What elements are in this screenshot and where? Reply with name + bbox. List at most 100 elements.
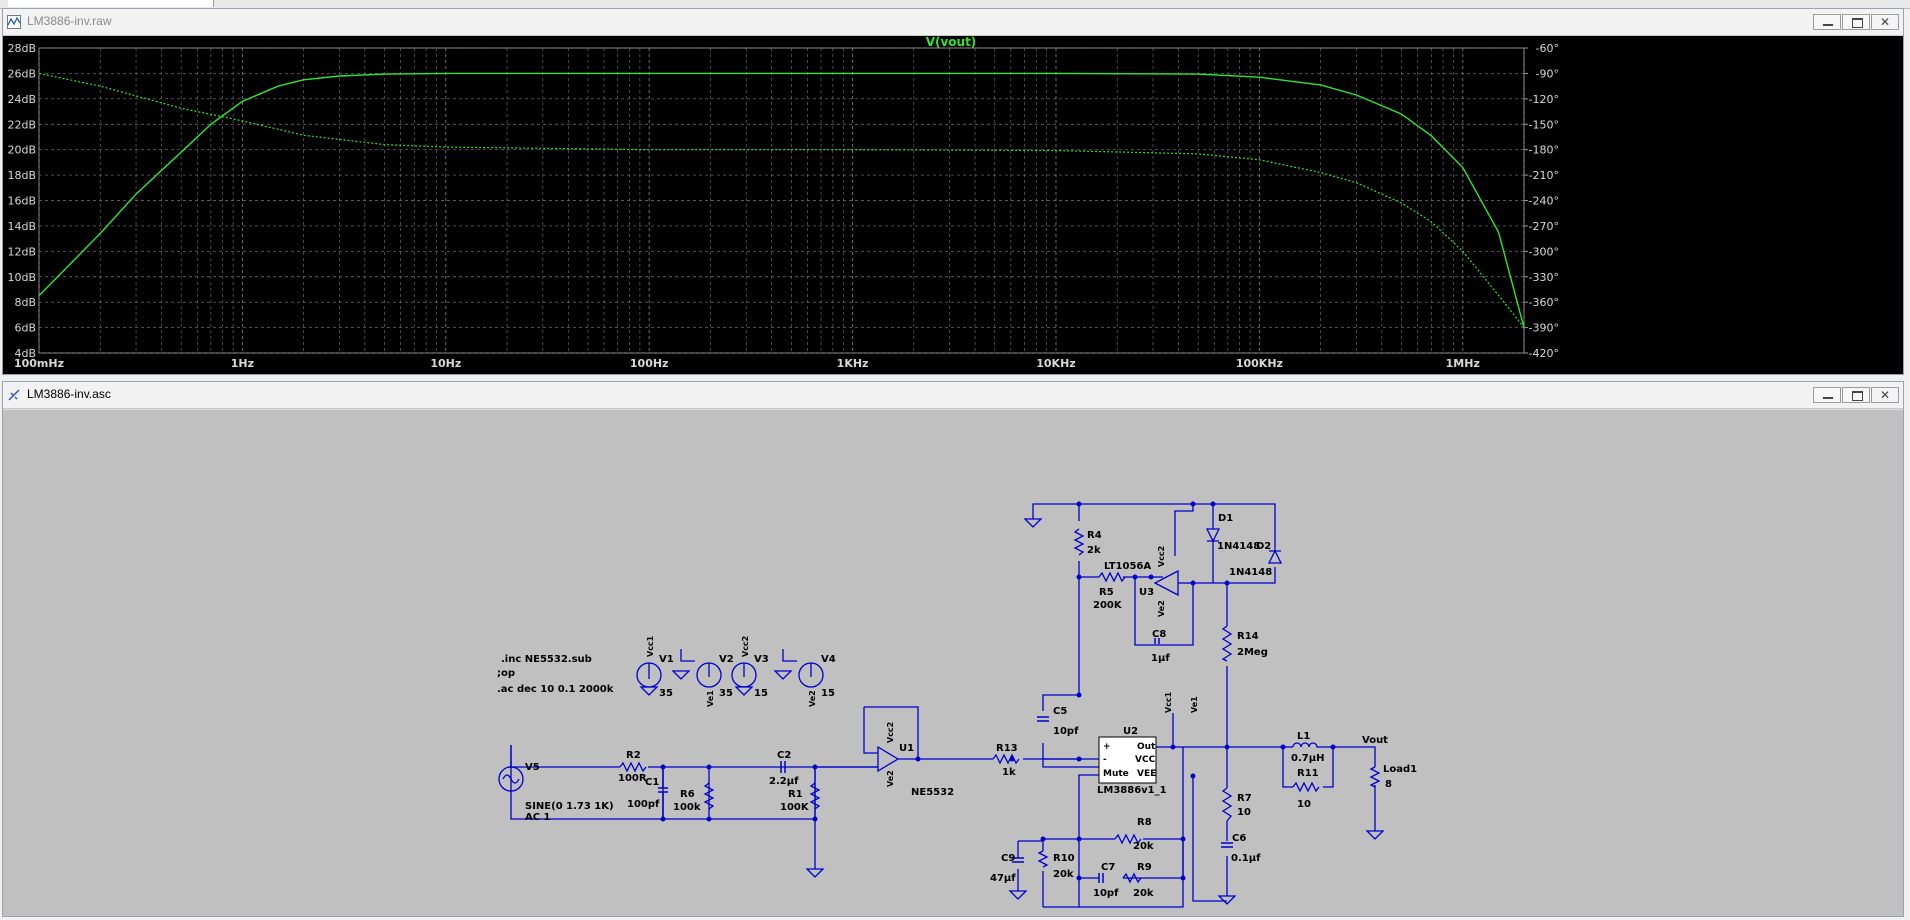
close-button[interactable]: ✕ bbox=[1871, 14, 1899, 30]
capacitor-c1 bbox=[658, 767, 668, 819]
y-right-tick-label: -210° bbox=[1529, 169, 1559, 182]
label-r2-val: 100R bbox=[618, 773, 647, 784]
schematic-titlebar: LM3886-inv.asc ✕ bbox=[3, 382, 1903, 409]
lm3886-block[interactable] bbox=[1098, 736, 1157, 784]
source-v2 bbox=[696, 662, 722, 688]
label-c7: C7 bbox=[1101, 862, 1115, 873]
x-tick-label: 100KHz bbox=[1236, 357, 1283, 370]
label-r4: R4 bbox=[1087, 530, 1102, 541]
resistor-r1 bbox=[809, 782, 821, 810]
y-right-tick-label: -330° bbox=[1529, 271, 1559, 284]
document-tab[interactable] bbox=[8, 0, 214, 7]
source-v5 bbox=[498, 766, 524, 792]
x-tick-label: 1KHz bbox=[837, 357, 869, 370]
label-v4: V4 bbox=[821, 654, 836, 665]
capacitor-c8 bbox=[1154, 638, 1160, 644]
bode-plot[interactable]: 28dB-60°26dB-90°24dB-120°22dB-150°20dB-1… bbox=[3, 35, 1903, 374]
inductor-l1 bbox=[1292, 742, 1323, 748]
label-l1-val: 0.7µH bbox=[1291, 753, 1324, 764]
ground-icon bbox=[1365, 830, 1385, 840]
directive-op: ;op bbox=[497, 668, 515, 679]
label-r5: R5 bbox=[1099, 587, 1114, 598]
wires bbox=[508, 503, 1376, 908]
u2-plus: + bbox=[1103, 742, 1111, 752]
u2-mute: Mute bbox=[1103, 769, 1129, 779]
ground-icon bbox=[671, 670, 691, 680]
y-left-tick-label: 6dB bbox=[14, 322, 36, 335]
net-vcc1: Vcc1 bbox=[646, 635, 655, 657]
plot-pane[interactable]: 28dB-60°26dB-90°24dB-120°22dB-150°20dB-1… bbox=[3, 35, 1903, 374]
minimize-button[interactable] bbox=[1813, 14, 1841, 30]
schematic-close-button[interactable]: ✕ bbox=[1871, 387, 1899, 403]
label-c8: C8 bbox=[1152, 629, 1166, 640]
label-u3-val: LT1056A bbox=[1104, 561, 1151, 572]
schematic-canvas[interactable]: .inc NE5532.sub ;op .ac dec 10 0.1 2000k… bbox=[3, 410, 1903, 916]
label-c2-val: 2.2µf bbox=[769, 776, 799, 787]
label-r4-val: 2k bbox=[1087, 545, 1101, 556]
capacitor-c9 bbox=[1012, 857, 1024, 863]
waveform-icon bbox=[7, 15, 21, 29]
trace-title[interactable]: V(vout) bbox=[926, 35, 977, 49]
schematic-icon bbox=[8, 389, 20, 401]
u1-vee-net: Ve2 bbox=[886, 770, 895, 787]
u3-ve-net: Ve2 bbox=[1157, 600, 1166, 617]
opamp-u1 bbox=[877, 745, 900, 773]
schematic-restore-button[interactable] bbox=[1842, 387, 1870, 403]
label-l1: L1 bbox=[1297, 731, 1310, 742]
label-c5: C5 bbox=[1053, 706, 1067, 717]
label-d2-val: 1N4148 bbox=[1229, 567, 1272, 578]
label-d1: D1 bbox=[1218, 513, 1233, 524]
resistor-r8 bbox=[1114, 833, 1142, 845]
net-labels: Vcc1 Ve1 Vcc2 Ve2 Vcc2 Ve2 Vcc1 Ve1 Vcc2… bbox=[646, 546, 1199, 787]
sources bbox=[498, 662, 824, 792]
waveform-window: LM3886-inv.raw ✕ 28dB -60° 26dB -90° 24dB -12… bbox=[2, 8, 1904, 375]
diodes bbox=[1205, 528, 1283, 564]
close-icon: ✕ bbox=[1879, 15, 1891, 29]
y-right-tick-label: -90° bbox=[1536, 67, 1559, 80]
y-right-tick-label: -300° bbox=[1529, 245, 1559, 258]
y-left-tick-label: 28dB bbox=[7, 42, 36, 55]
waveform-title: LM3886-inv.raw bbox=[27, 14, 112, 28]
y-right-tick-label: -120° bbox=[1529, 93, 1559, 106]
schematic-drawing[interactable]: .inc NE5532.sub ;op .ac dec 10 0.1 2000k… bbox=[3, 410, 1903, 916]
label-v2-val: 35 bbox=[719, 688, 733, 699]
y-left-tick-label: 16dB bbox=[7, 195, 36, 208]
capacitor-c6 bbox=[1221, 842, 1233, 848]
y-right-tick-label: -420° bbox=[1529, 347, 1559, 360]
label-c6-val: 0.1µf bbox=[1231, 853, 1261, 864]
y-left-tick-label: 24dB bbox=[7, 93, 36, 106]
resistor-r14 bbox=[1221, 625, 1233, 662]
label-c7-val: 10pf bbox=[1093, 888, 1119, 899]
y-left-tick-label: 12dB bbox=[7, 245, 36, 258]
label-c1-val: 100pf bbox=[627, 799, 660, 810]
label-r14-val: 2Meg bbox=[1237, 647, 1268, 658]
net-ve1: Ve1 bbox=[706, 690, 715, 707]
ground-icon bbox=[639, 686, 659, 696]
resistor-r13 bbox=[992, 753, 1020, 765]
capacitors bbox=[658, 638, 1233, 883]
schematic-window: LM3886-inv.asc ✕ bbox=[2, 381, 1904, 917]
u2-ve-net: Ve1 bbox=[1190, 696, 1199, 713]
label-v3: V3 bbox=[754, 654, 769, 665]
schematic-minimize-button[interactable] bbox=[1813, 387, 1841, 403]
resistor-r7 bbox=[1221, 787, 1233, 822]
restore-icon bbox=[1852, 18, 1863, 28]
label-vout: Vout bbox=[1362, 735, 1388, 746]
y-left-tick-label: 26dB bbox=[7, 67, 36, 80]
y-right-tick-label: -60° bbox=[1536, 42, 1559, 55]
restore-button[interactable] bbox=[1842, 14, 1870, 30]
label-r5-val: 200K bbox=[1093, 600, 1123, 611]
label-r9-val: 20k bbox=[1133, 888, 1154, 899]
x-tick-label: 1Hz bbox=[231, 357, 254, 370]
label-u2-val: LM3886v1_1 bbox=[1097, 785, 1167, 796]
label-r10: R10 bbox=[1053, 853, 1075, 864]
ground-icon bbox=[773, 670, 793, 680]
label-v3-val: 15 bbox=[754, 688, 768, 699]
y-right-tick-label: -180° bbox=[1529, 144, 1559, 157]
x-tick-label: 100Hz bbox=[630, 357, 669, 370]
diode-d1 bbox=[1205, 528, 1221, 543]
label-r2: R2 bbox=[626, 750, 641, 761]
label-c2: C2 bbox=[777, 750, 791, 761]
label-c8-val: 1µf bbox=[1151, 653, 1170, 664]
label-c6: C6 bbox=[1232, 833, 1246, 844]
